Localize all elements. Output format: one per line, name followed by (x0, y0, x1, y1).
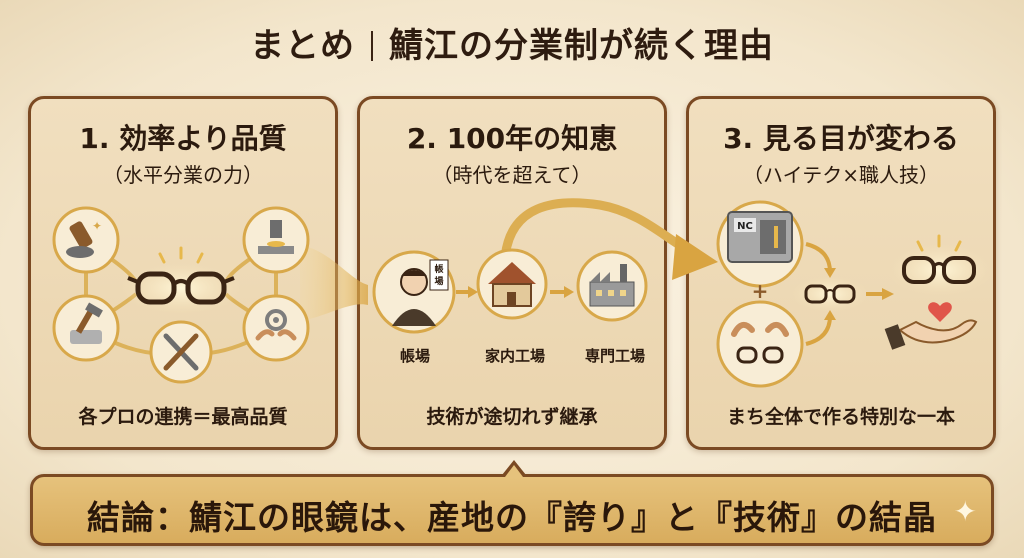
choba-sign-text-2: 場 (434, 275, 443, 287)
title-left: まとめ (250, 26, 355, 66)
conclusion-notch-inner (505, 465, 523, 477)
panel-3-footer: まち全体で作る特別な一本 (726, 406, 955, 428)
svg-text:✦: ✦ (92, 219, 102, 233)
glasses-icon (121, 246, 241, 314)
panel-2-subtitle: （時代を超えて） (432, 163, 592, 187)
conclusion-bar: 結論：鯖江の眼鏡は、産地の『誇り』と『技術』の結晶 ✦ (30, 474, 994, 546)
choba-sign-text-1: 帳 (434, 263, 443, 275)
stage-home-factory-icon (476, 248, 548, 320)
gift-glasses-icon (888, 234, 992, 296)
panel-1-footer: 各プロの連携＝最高品質 (78, 406, 288, 428)
panel-2-footer: 技術が途切れず継承 (426, 406, 598, 428)
result-glasses-icon (792, 276, 868, 312)
gear-hands-circle (242, 294, 310, 362)
panel-1-subtitle: （水平分業の力） (103, 163, 263, 187)
panel-3-title: 3. 見る目が変わる (723, 122, 959, 155)
nc-label: NC (737, 221, 753, 232)
svg-text:+: + (752, 279, 769, 303)
conclusion-text: 結論：鯖江の眼鏡は、産地の『誇り』と『技術』の結晶 (87, 498, 937, 537)
panel-1-title: 1. 効率より品質 (79, 122, 287, 155)
title-right: 鯖江の分業制が続く理由 (389, 26, 774, 66)
stage-arrow-2 (550, 286, 574, 298)
stage-arrow-1 (456, 286, 478, 298)
panel-2-title: 2. 100年の知恵 (406, 122, 618, 155)
merge-arrows (805, 242, 836, 346)
sparkle-icon: ✦ (953, 495, 977, 528)
open-hand-icon (884, 319, 978, 350)
craft-hands-circle (716, 300, 804, 388)
stage-choba-icon: 帳 場 (372, 250, 456, 334)
flow-arrow-2 (500, 198, 718, 280)
stage-label-home-factory: 家内工場 (484, 347, 545, 365)
result-arrow (866, 288, 894, 300)
page-title: まとめ鯖江の分業制が続く理由 (0, 18, 1024, 67)
stage-label-choba: 帳場 (399, 347, 430, 365)
tools-circle (149, 320, 213, 384)
polish-tool-circle: ✦ (52, 206, 120, 274)
flow-arrow-1 (300, 245, 368, 320)
press-machine-circle (242, 206, 310, 274)
panel-efficiency: 1. 効率より品質 （水平分業の力） 各プロの連携＝最高品質 (28, 96, 338, 450)
stage-specialized-factory-icon (576, 250, 648, 322)
title-separator (371, 31, 373, 61)
panel-3-subtitle: （ハイテク×職人技） (743, 163, 939, 187)
stage-label-specialized-factory: 専門工場 (584, 347, 645, 365)
heart-icon (928, 302, 952, 322)
plus-icon: + (752, 279, 769, 303)
nc-machine-circle: NC (716, 200, 804, 288)
hammer-circle (52, 294, 120, 362)
